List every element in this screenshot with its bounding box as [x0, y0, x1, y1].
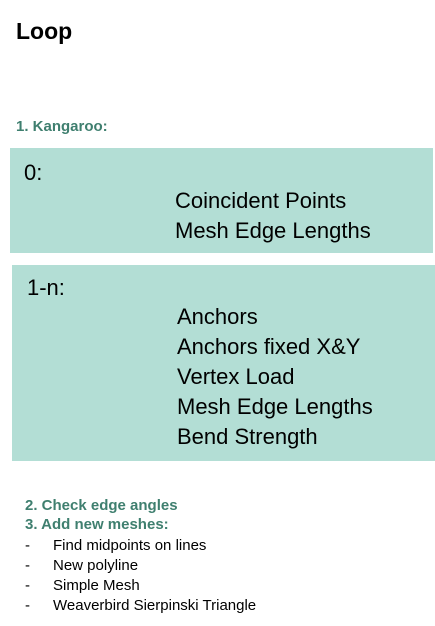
kangaroo-step-1-n-box: 1-n: Anchors Anchors fixed X&Y Vertex Lo…: [12, 265, 435, 461]
kangaroo-step-0-box: 0: Coincident Points Mesh Edge Lengths: [10, 148, 433, 253]
section-kangaroo-heading: 1. Kangaroo:: [16, 118, 108, 135]
list-item: - Find midpoints on lines: [25, 536, 256, 556]
goal-item: Vertex Load: [177, 364, 295, 389]
goal-item: Coincident Points: [175, 188, 347, 213]
step-1-n-goal-list: Anchors Anchors fixed X&Y Vertex Load Me…: [177, 302, 373, 452]
goal-item: Anchors: [177, 304, 258, 329]
list-item: - Simple Mesh: [25, 576, 256, 596]
section-check-edge-angles: 2. Check edge angles: [25, 497, 178, 514]
step-0-label: 0:: [24, 160, 43, 185]
bullet-marker: -: [25, 577, 30, 594]
page-title: Loop: [16, 18, 73, 44]
list-item: - New polyline: [25, 556, 256, 576]
mesh-steps-list: - Find midpoints on lines - New polyline…: [25, 536, 256, 616]
list-item-text: New polyline: [53, 557, 139, 574]
list-item: - Weaverbird Sierpinski Triangle: [25, 596, 256, 616]
bullet-marker: -: [25, 557, 30, 574]
step-0-goal-list: Coincident Points Mesh Edge Lengths: [175, 186, 371, 246]
goal-item: Mesh Edge Lengths: [175, 218, 371, 243]
goal-item: Mesh Edge Lengths: [177, 394, 373, 419]
goal-item: Anchors fixed X&Y: [177, 334, 361, 359]
bullet-marker: -: [25, 597, 30, 614]
bullet-marker: -: [25, 537, 30, 554]
section-add-new-meshes: 3. Add new meshes:: [25, 516, 169, 533]
list-item-text: Simple Mesh: [53, 577, 140, 594]
step-1-n-label: 1-n:: [27, 275, 65, 300]
list-item-text: Find midpoints on lines: [53, 537, 207, 554]
goal-item: Bend Strength: [177, 424, 318, 449]
list-item-text: Weaverbird Sierpinski Triangle: [53, 597, 257, 614]
